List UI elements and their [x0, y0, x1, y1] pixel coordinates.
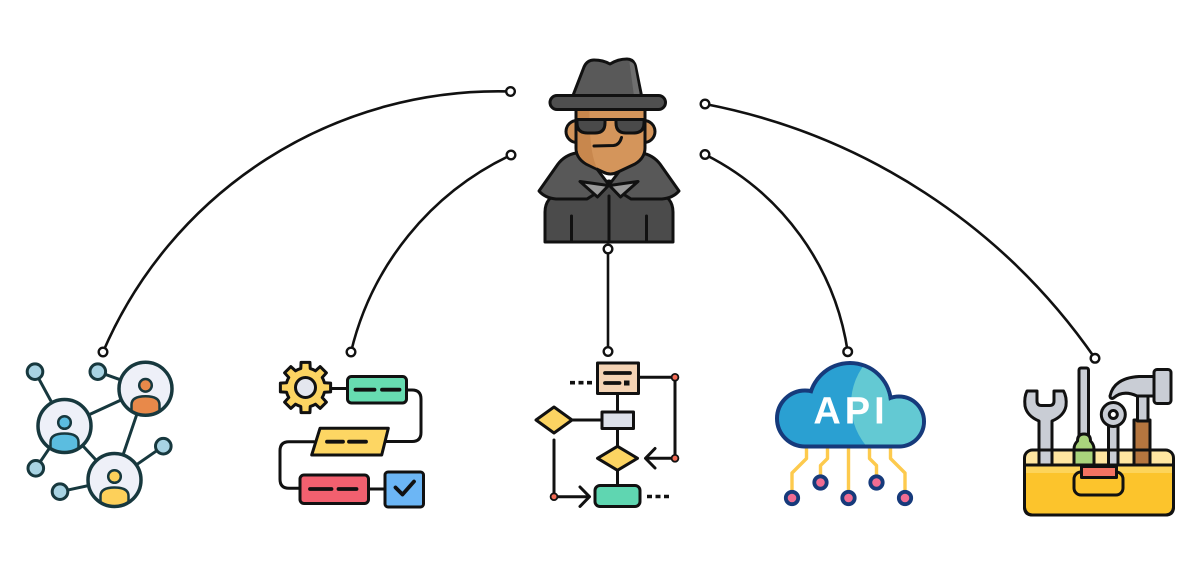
avatar-ring	[36, 397, 93, 455]
circuit-lines	[790, 448, 907, 490]
connector-endpoint	[97, 346, 109, 358]
task-step-green	[346, 375, 408, 405]
connector-to-workflow	[349, 153, 513, 354]
people-network-icon	[25, 360, 174, 509]
avatar-ring	[86, 451, 143, 509]
hammer-face	[1152, 368, 1173, 405]
junction-dot	[670, 372, 680, 382]
toolbox-outline	[1023, 448, 1175, 517]
gear-hub	[294, 376, 317, 399]
task-step-red	[298, 473, 370, 505]
document-node	[596, 361, 640, 395]
flowchart-lines	[552, 375, 677, 499]
circuit-line	[790, 448, 809, 490]
junction-dot	[549, 492, 559, 502]
flowchart-icon	[534, 361, 680, 508]
circuit-pin	[812, 474, 829, 491]
toolbox-icon	[1023, 366, 1175, 517]
person-head	[106, 468, 123, 485]
arrowhead-right-icon	[578, 485, 591, 508]
connector-endpoint	[699, 98, 711, 110]
hammer-claw	[1108, 375, 1157, 400]
shirt-collar-right	[608, 180, 640, 199]
decision-node-left	[534, 405, 574, 435]
hat-crown-highlight	[629, 62, 640, 96]
decision-node-center	[596, 444, 639, 472]
network-node	[26, 459, 46, 478]
shirt-collar-left	[578, 180, 610, 199]
sunglasses	[575, 118, 646, 135]
circuit-pin	[868, 474, 885, 491]
hammer-handle	[1132, 418, 1152, 468]
person-head	[56, 414, 73, 431]
junction-dot	[670, 453, 680, 463]
workflow-icon	[278, 360, 425, 509]
api-label: API	[813, 391, 888, 433]
connector-endpoint	[505, 85, 517, 97]
person-avatar-blue	[36, 397, 93, 455]
document-text-lines	[603, 371, 632, 385]
network-node	[154, 436, 173, 456]
circuit-line	[888, 448, 907, 490]
person-body	[99, 486, 130, 505]
person-body	[49, 432, 80, 451]
avatar-ring	[117, 360, 174, 418]
circuit-line	[867, 448, 879, 476]
connector-endpoint	[1089, 352, 1101, 364]
connector-endpoint	[699, 148, 711, 160]
coat-seams	[570, 194, 648, 244]
person-avatar-orange	[117, 360, 174, 418]
spanner-hole	[1107, 409, 1119, 420]
circuit-pin	[896, 489, 914, 507]
gear-icon	[278, 360, 333, 415]
sunglasses-lens-left	[575, 118, 607, 135]
arrowhead-left-icon	[644, 447, 657, 470]
connector-to-toolbox	[703, 102, 1097, 360]
checkbox-checked	[383, 470, 425, 509]
person-body	[130, 395, 161, 414]
connector-endpoint	[505, 149, 517, 161]
connector-to-api-cloud	[703, 153, 849, 353]
connectors	[97, 85, 1101, 364]
network-node	[25, 362, 45, 382]
connector-endpoint	[602, 243, 614, 255]
circuit-line	[818, 448, 830, 476]
circuit-pin	[840, 489, 857, 507]
network-node	[50, 482, 70, 502]
hammer-icon	[1108, 368, 1173, 468]
toolbox-latch-band	[1080, 465, 1118, 479]
connector-endpoint	[842, 346, 854, 358]
connector-endpoint	[345, 346, 357, 358]
api-cloud-icon: API	[775, 361, 926, 507]
workflow-path-lines	[278, 387, 423, 491]
screwdriver-icon	[1072, 366, 1096, 468]
smirk	[592, 136, 623, 148]
hat-crown	[570, 57, 644, 100]
screwdriver-shaft	[1077, 366, 1090, 440]
network-node	[88, 362, 108, 382]
process-node	[600, 410, 635, 430]
connector-to-people-network	[101, 90, 512, 354]
tools	[1023, 366, 1173, 468]
document-mark	[624, 380, 630, 386]
sunglasses-lens-right	[614, 118, 646, 135]
person-head	[137, 377, 154, 393]
wrench-icon	[1023, 389, 1068, 468]
spy-agent-icon	[537, 57, 681, 244]
hammer-neck	[1136, 392, 1150, 423]
checkmark-icon	[393, 479, 416, 497]
person-avatar-yellow	[86, 451, 143, 509]
terminal-node	[593, 484, 642, 508]
connector-endpoint	[602, 346, 614, 358]
spanner-shaft	[1107, 422, 1120, 468]
hat-brim	[548, 94, 667, 111]
circuit-pin	[783, 489, 801, 507]
